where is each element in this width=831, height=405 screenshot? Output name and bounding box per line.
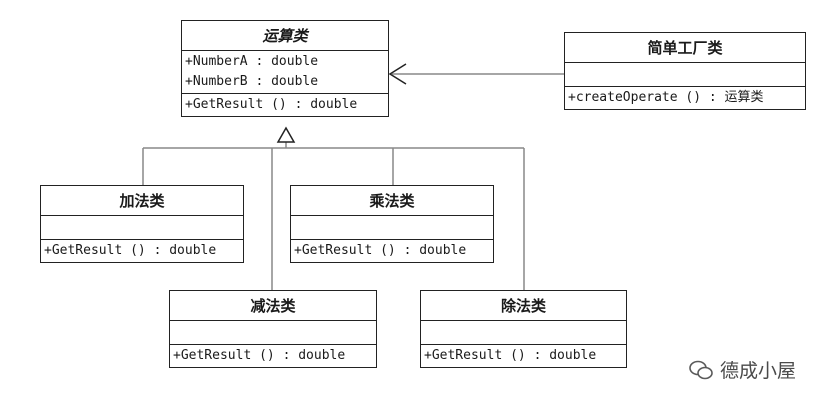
class-sub-name: 减法类 <box>170 291 376 321</box>
class-add-operations: +GetResult () : double <box>41 240 243 262</box>
class-div[interactable]: 除法类 +GetResult () : double <box>420 290 627 368</box>
operation-get-result: +GetResult () : double <box>424 348 597 363</box>
dependency-arrowhead <box>388 63 407 85</box>
operation-get-result: +GetResult () : double <box>44 243 217 258</box>
class-factory-attributes <box>565 63 805 87</box>
class-factory-name: 简单工厂类 <box>565 33 805 63</box>
attribute-number-a: +NumberA : double <box>185 54 319 69</box>
operation-get-result: +GetResult () : double <box>185 97 358 112</box>
class-simple-factory[interactable]: 简单工厂类 +createOperate () : 运算类 <box>564 32 806 110</box>
operation-create-operate: +createOperate () : 运算类 <box>568 90 764 105</box>
class-operation-attributes: +NumberA : double +NumberB : double <box>182 51 388 94</box>
class-add-attributes <box>41 216 243 240</box>
class-operation-name: 运算类 <box>182 21 388 51</box>
class-mul-operations: +GetResult () : double <box>291 240 493 262</box>
watermark: 德成小屋 <box>688 356 796 383</box>
class-sub-operations: +GetResult () : double <box>170 345 376 367</box>
wechat-icon <box>689 360 713 379</box>
generalization-arrowhead <box>276 126 296 143</box>
class-div-attributes <box>421 321 626 345</box>
attribute-number-b: +NumberB : double <box>185 74 319 89</box>
class-div-operations: +GetResult () : double <box>421 345 626 367</box>
class-factory-operations: +createOperate () : 运算类 <box>565 87 805 109</box>
class-operation-operations: +GetResult () : double <box>182 94 388 116</box>
class-mul-name: 乘法类 <box>291 186 493 216</box>
class-mul[interactable]: 乘法类 +GetResult () : double <box>290 185 494 263</box>
operation-get-result: +GetResult () : double <box>294 243 467 258</box>
class-mul-attributes <box>291 216 493 240</box>
class-add[interactable]: 加法类 +GetResult () : double <box>40 185 244 263</box>
class-div-name: 除法类 <box>421 291 626 321</box>
class-sub[interactable]: 减法类 +GetResult () : double <box>169 290 377 368</box>
class-sub-attributes <box>170 321 376 345</box>
class-operation[interactable]: 运算类 +NumberA : double +NumberB : double … <box>181 20 389 117</box>
operation-get-result: +GetResult () : double <box>173 348 346 363</box>
inheritance-lines <box>142 142 525 290</box>
class-add-name: 加法类 <box>41 186 243 216</box>
watermark-text: 德成小屋 <box>720 360 797 382</box>
